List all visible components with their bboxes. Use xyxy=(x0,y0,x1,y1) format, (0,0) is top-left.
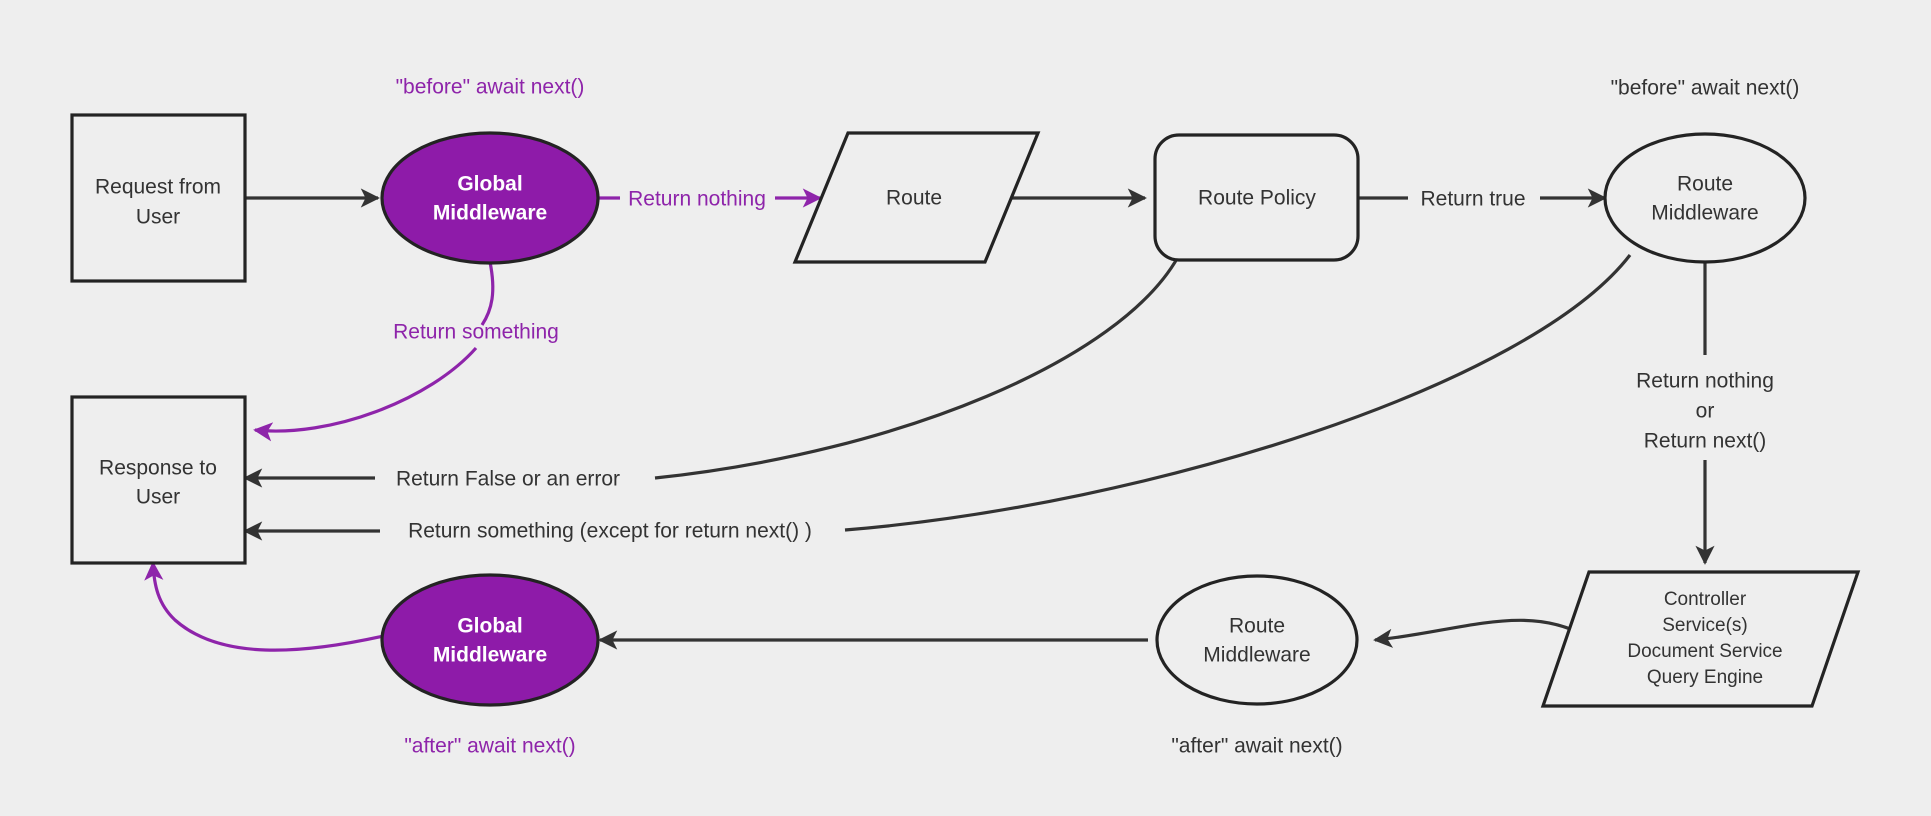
node-controller-service-line4: Query Engine xyxy=(1647,667,1763,688)
node-controller-service-line1: Controller xyxy=(1664,589,1747,610)
edge-global-middleware-bottom-to-response xyxy=(144,561,389,652)
node-route-label: Route xyxy=(886,187,942,210)
node-route-middleware-bottom[interactable]: Route Middleware xyxy=(1155,574,1359,706)
edge-label-return-nothing-or-next-line1: Return nothing xyxy=(1636,370,1774,393)
annotation-after-await-next-left: "after" await next() xyxy=(404,735,575,758)
edge-route-middleware-to-controller: Return nothing or Return next() xyxy=(1636,262,1774,565)
edge-label-return-true: Return true xyxy=(1420,188,1525,211)
node-route-policy-label: Route Policy xyxy=(1198,187,1316,210)
node-global-middleware-top-line1: Global xyxy=(457,173,522,196)
node-route-middleware-top[interactable]: Route Middleware xyxy=(1603,132,1807,264)
annotation-after-await-next-right: "after" await next() xyxy=(1171,735,1342,758)
node-route-middleware-top-line2: Middleware xyxy=(1651,202,1758,225)
node-route-policy[interactable]: Route Policy xyxy=(1153,133,1360,262)
edge-label-return-nothing-or-next-line3: Return next() xyxy=(1644,430,1767,453)
node-controller-service-line2: Service(s) xyxy=(1662,615,1748,636)
edge-label-return-something-except: Return something (except for return next… xyxy=(408,520,812,543)
node-global-middleware-top-line2: Middleware xyxy=(433,202,547,225)
node-route-middleware-bottom-line1: Route xyxy=(1229,615,1285,638)
annotation-before-await-next-right: "before" await next() xyxy=(1611,77,1800,100)
edge-label-return-nothing: Return nothing xyxy=(628,188,766,211)
node-route[interactable]: Route xyxy=(792,131,1041,264)
node-controller-service-line3: Document Service xyxy=(1627,641,1782,662)
edge-route-middleware-to-response-something: Return something (except for return next… xyxy=(243,254,1632,543)
edge-route-policy-to-response-false: Return False or an error xyxy=(243,256,1180,491)
node-request-from-user-line1: Request from xyxy=(95,176,221,199)
edge-controller-to-route-middleware-bottom xyxy=(1373,618,1593,648)
node-request-from-user[interactable]: Request from User xyxy=(70,113,247,283)
edge-global-middleware-to-route: Return nothing xyxy=(597,188,822,211)
node-global-middleware-bottom-line1: Global xyxy=(457,615,522,638)
node-request-from-user-line2: User xyxy=(136,206,180,229)
edge-label-return-nothing-or-next-line2: or xyxy=(1696,400,1715,423)
edge-route-policy-to-route-middleware: Return true xyxy=(1358,188,1607,211)
node-response-to-user[interactable]: Response to User xyxy=(70,395,247,565)
node-controller-service[interactable]: Controller Service(s) Document Service Q… xyxy=(1540,570,1861,708)
annotation-before-await-next-left: "before" await next() xyxy=(396,76,585,99)
node-global-middleware-bottom[interactable]: Global Middleware xyxy=(380,573,600,707)
node-response-to-user-line1: Response to xyxy=(99,457,217,480)
node-global-middleware-bottom-line2: Middleware xyxy=(433,644,547,667)
edge-label-return-false-or-error: Return False or an error xyxy=(396,468,620,491)
edge-global-middleware-to-response: Return something xyxy=(253,261,559,442)
edge-label-return-something: Return something xyxy=(393,321,559,344)
node-global-middleware-top[interactable]: Global Middleware xyxy=(380,131,600,265)
node-route-middleware-bottom-line2: Middleware xyxy=(1203,644,1310,667)
node-route-middleware-top-line1: Route xyxy=(1677,173,1733,196)
node-response-to-user-line2: User xyxy=(136,486,180,509)
